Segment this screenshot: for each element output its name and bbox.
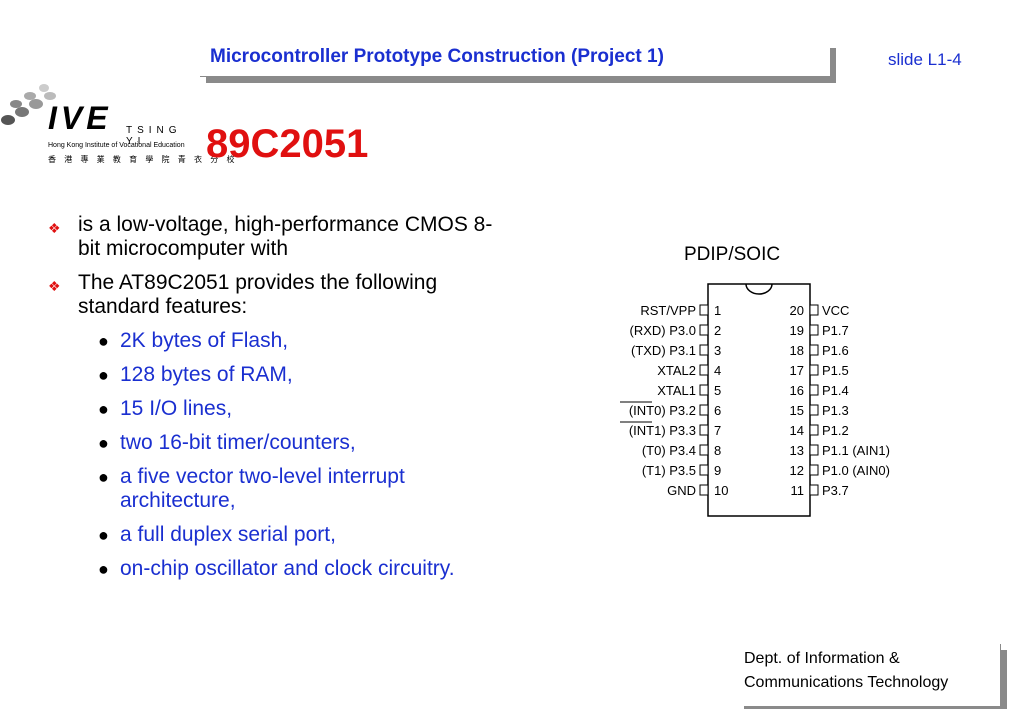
chip-notch xyxy=(745,283,773,295)
diamond-bullet-icon: ❖ xyxy=(48,220,61,236)
pin-stub xyxy=(809,324,819,336)
pin-label: RST/VPP xyxy=(640,303,696,318)
pin-label: P1.6 xyxy=(822,343,849,358)
pin-stub xyxy=(809,484,819,496)
dot-bullet-icon: ● xyxy=(98,433,109,453)
pin-stub xyxy=(809,424,819,436)
pin-label: VCC xyxy=(822,303,849,318)
feature-item: ●on-chip oscillator and clock circuitry. xyxy=(98,557,455,580)
pin-label: XTAL1 xyxy=(657,383,696,398)
pin-number: 13 xyxy=(790,443,804,458)
pin-label: (INT1) P3.3 xyxy=(629,423,696,438)
logo-brand: IVE xyxy=(48,100,112,136)
pin-label: P3.7 xyxy=(822,483,849,498)
feature-item: ●2K bytes of Flash, xyxy=(98,329,289,352)
pin-stub xyxy=(699,404,709,416)
footer-box: Dept. of Information & Communications Te… xyxy=(738,644,1001,706)
dot-bullet-icon: ● xyxy=(98,399,109,419)
diamond-bullet-icon: ❖ xyxy=(48,278,61,294)
bullet-item: ❖The AT89C2051 provides the following st… xyxy=(48,271,438,318)
logo-campus: TSING YI xyxy=(126,125,182,147)
dot-bullet-icon: ● xyxy=(98,467,109,487)
pin-number: 11 xyxy=(791,483,805,498)
pin-stub xyxy=(809,364,819,376)
pin-label: (T1) P3.5 xyxy=(642,463,696,478)
header-bar: Microcontroller Prototype Construction (… xyxy=(200,42,830,77)
pin-number: 7 xyxy=(714,423,721,438)
pin-number: 17 xyxy=(790,363,804,378)
pin-label: P1.1 (AIN1) xyxy=(822,443,890,458)
dot-bullet-icon: ● xyxy=(98,525,109,545)
feature-item: ●a full duplex serial port, xyxy=(98,523,336,546)
pin-label: P1.7 xyxy=(822,323,849,338)
slide-number: slide L1-4 xyxy=(888,50,962,69)
feature-item: ●two 16-bit timer/counters, xyxy=(98,431,356,454)
pin-label: (TXD) P3.1 xyxy=(631,343,696,358)
bullet-item: ❖is a low-voltage, high-performance CMOS… xyxy=(48,213,493,260)
pin-label: P1.3 xyxy=(822,403,849,418)
pin-stub xyxy=(699,304,709,316)
pin-stub xyxy=(809,404,819,416)
pin-stub xyxy=(699,444,709,456)
pin-number: 4 xyxy=(714,363,721,378)
logo-chinese: 香 港 專 業 教 育 學 院 青 衣 分 校 xyxy=(48,155,238,164)
pin-number: 5 xyxy=(714,383,721,398)
pin-stub xyxy=(809,444,819,456)
slide-title: 89C2051 xyxy=(206,122,369,166)
pin-number: 19 xyxy=(790,323,804,338)
header-title: Microcontroller Prototype Construction (… xyxy=(210,46,664,67)
pin-number: 16 xyxy=(790,383,804,398)
pin-number: 10 xyxy=(714,483,728,498)
pin-label: XTAL2 xyxy=(657,363,696,378)
pin-label: P1.4 xyxy=(822,383,849,398)
pin-stub xyxy=(809,464,819,476)
pin-label: GND xyxy=(667,483,696,498)
feature-item: ●a five vector two-level interrupt archi… xyxy=(98,465,405,512)
pin-stub xyxy=(699,364,709,376)
chip-body xyxy=(707,283,811,517)
ive-logo: IVE TSING YI Hong Kong Institute of Voca… xyxy=(0,82,234,170)
footer-dept-2: Communications Technology xyxy=(744,674,949,691)
dot-bullet-icon: ● xyxy=(98,331,109,351)
pin-number: 8 xyxy=(714,443,721,458)
pin-number: 15 xyxy=(790,403,804,418)
pin-stub xyxy=(699,384,709,396)
pin-stub xyxy=(809,384,819,396)
feature-item: ●15 I/O lines, xyxy=(98,397,233,420)
dot-bullet-icon: ● xyxy=(98,365,109,385)
pin-number: 20 xyxy=(790,303,804,318)
pin-label: (T0) P3.4 xyxy=(642,443,696,458)
logo-dots-icon xyxy=(1,84,56,125)
pin-number: 18 xyxy=(790,343,804,358)
pin-stub xyxy=(699,424,709,436)
pin-number: 12 xyxy=(790,463,804,478)
pin-stub xyxy=(809,344,819,356)
pin-number: 3 xyxy=(714,343,721,358)
pin-number: 6 xyxy=(714,403,721,418)
pin-stub xyxy=(699,344,709,356)
pin-number: 2 xyxy=(714,323,721,338)
chip-package-label: PDIP/SOIC xyxy=(684,244,781,265)
feature-item: ●128 bytes of RAM, xyxy=(98,363,293,386)
pin-label: (RXD) P3.0 xyxy=(630,323,696,338)
pin-label: P1.2 xyxy=(822,423,849,438)
pin-label: P1.0 (AIN0) xyxy=(822,463,890,478)
pin-stub xyxy=(809,304,819,316)
pin-number: 1 xyxy=(714,303,721,318)
pin-stub xyxy=(699,464,709,476)
chip-pinout-diagram: PDIP/SOIC 1 RST/VPP 2 (RXD) P3.0 3 (TXD) P3.1… xyxy=(600,240,900,530)
pin-stub xyxy=(699,484,709,496)
chip-pinout-svg: 1 RST/VPP 2 (RXD) P3.0 3 (TXD) P3.1 4 XTAL2 5 XTA… xyxy=(620,283,890,517)
pin-number: 14 xyxy=(790,423,804,438)
bullet-list: ❖is a low-voltage, high-performance CMOS… xyxy=(48,213,498,591)
pin-number: 9 xyxy=(714,463,721,478)
footer-dept: Dept. of Information & xyxy=(744,650,900,667)
dot-bullet-icon: ● xyxy=(98,559,109,579)
pin-stub xyxy=(699,324,709,336)
pin-label: (INT0) P3.2 xyxy=(629,403,696,418)
logo-institute: Hong Kong Institute of Vocational Educat… xyxy=(48,142,185,149)
pin-label: P1.5 xyxy=(822,363,849,378)
